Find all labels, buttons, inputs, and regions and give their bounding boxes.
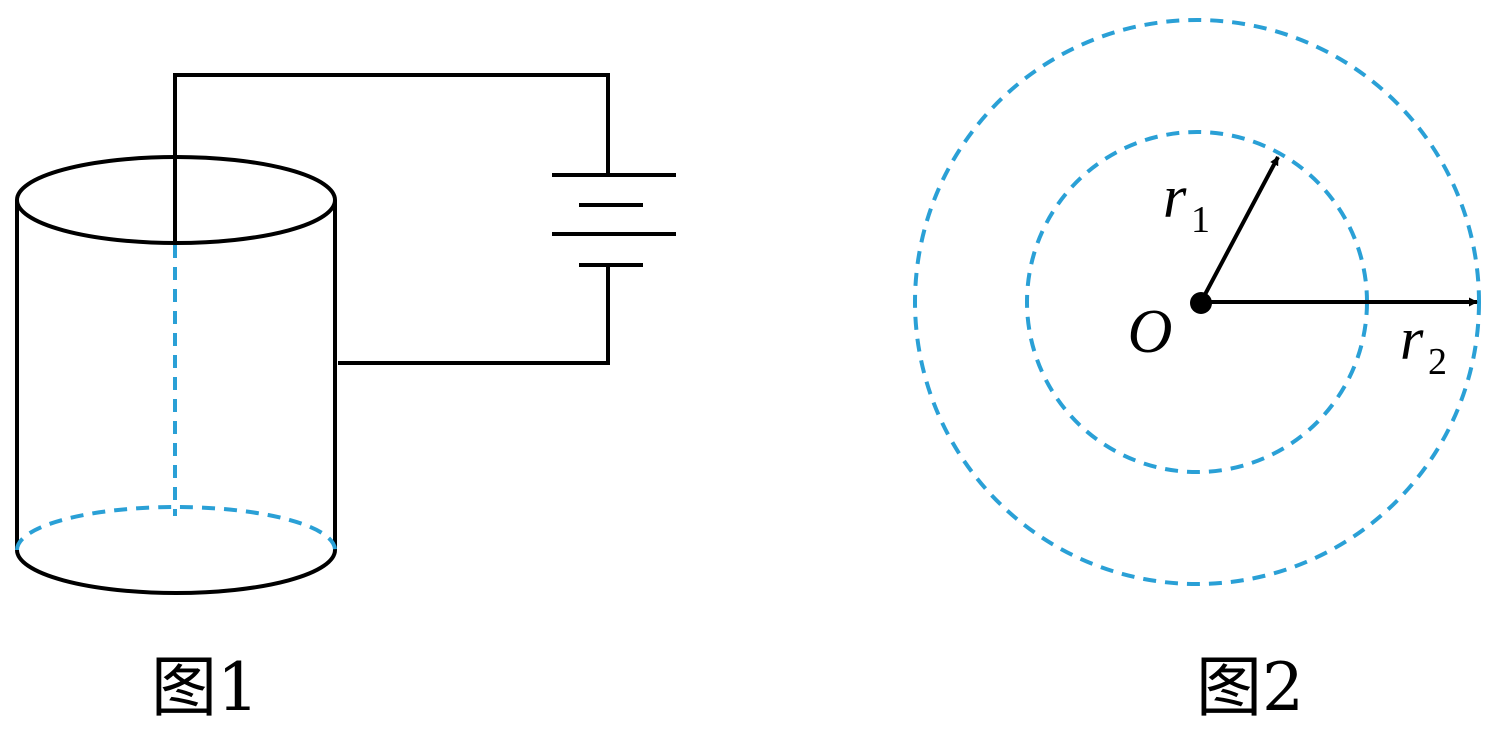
center-label: O [1128,298,1173,366]
radius1-arrow [1199,156,1280,303]
radius2-subscript: 2 [1428,341,1447,383]
battery-icon [552,173,676,267]
figure1-caption: 图1 [151,649,259,726]
radius2-symbol: r [1400,306,1424,372]
cylinder [15,155,337,595]
cylinder-bottom-back [15,505,337,551]
figure1: 图1 [15,73,676,726]
radius1-symbol: r [1163,164,1187,230]
cylinder-bottom-front [15,549,337,595]
radius1-subscript: 1 [1191,199,1210,241]
figure2: O r 1 r 2 图2 [913,18,1481,726]
outer-circle [913,18,1481,586]
center-point [1190,292,1212,314]
figure2-caption: 图2 [1196,649,1304,726]
wire-bottom [338,265,610,365]
